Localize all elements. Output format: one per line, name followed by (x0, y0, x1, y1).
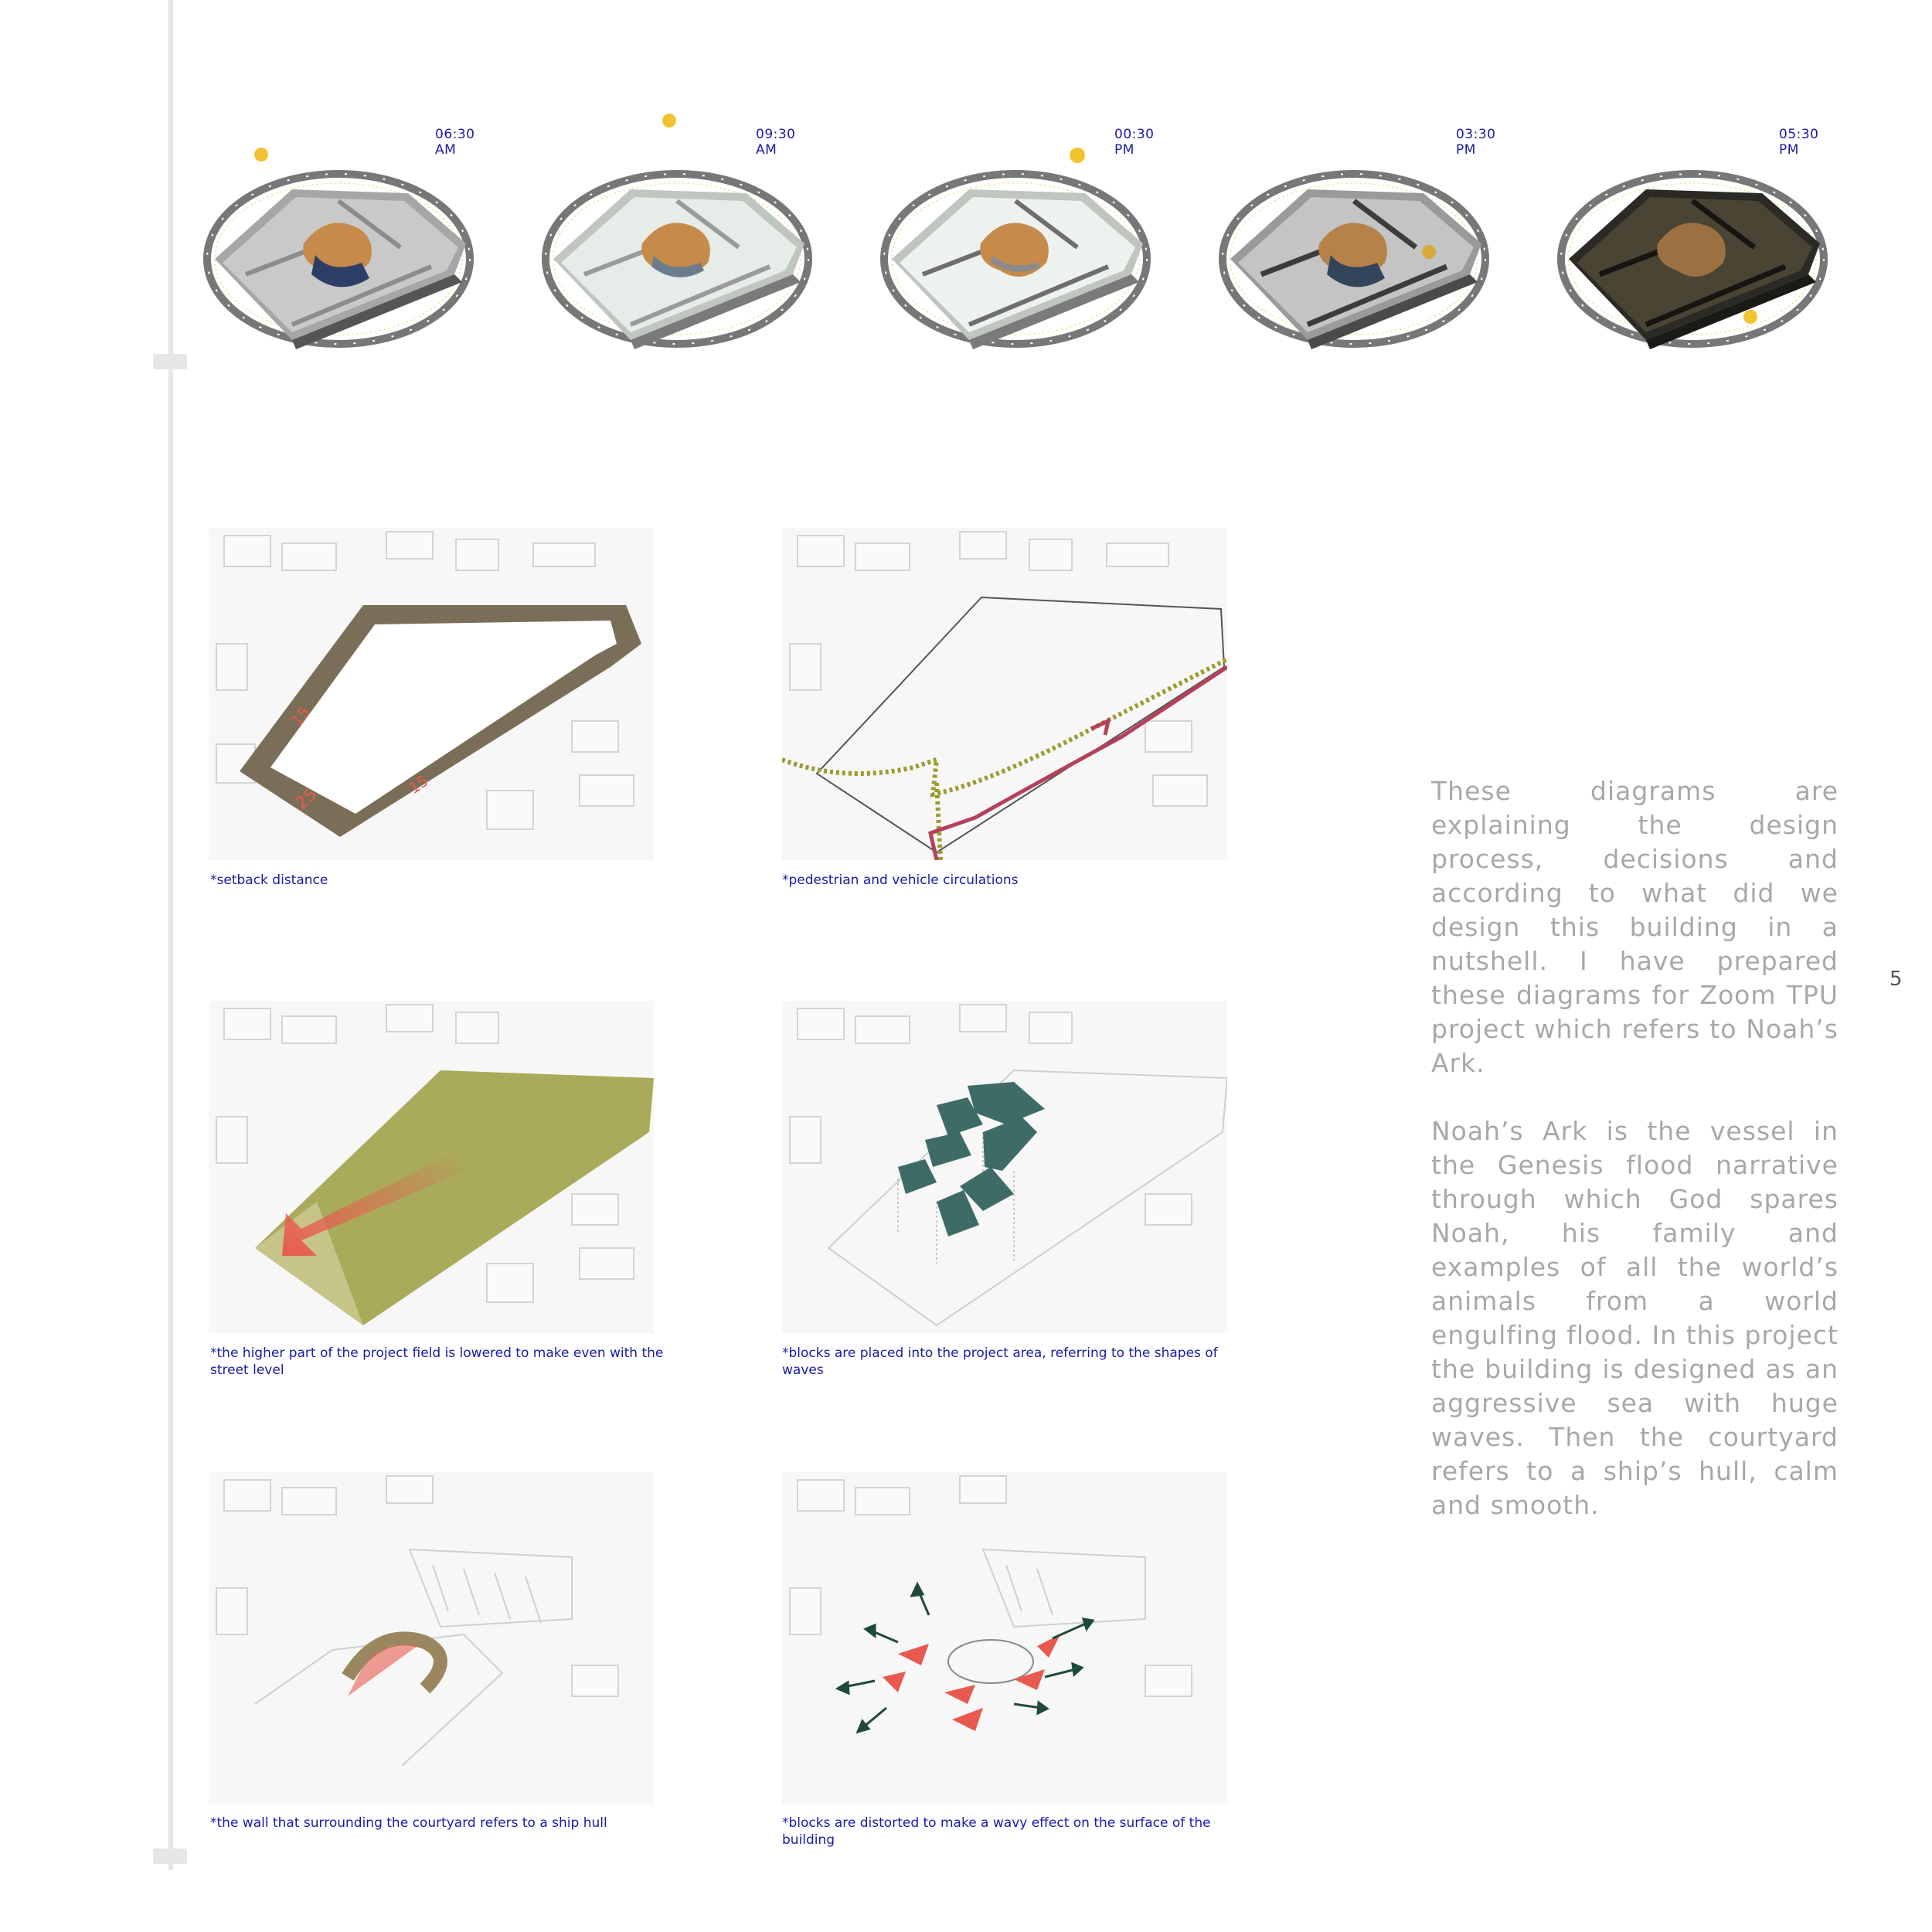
sun-time-label: 05:30 PM (1779, 127, 1819, 158)
sun-study-panel-5: 05:30 PM (1553, 108, 1832, 363)
sun-icon (1422, 245, 1436, 259)
diagram-distorted-blocks (782, 1472, 1227, 1804)
diagram-setback: 15 25 15 (209, 528, 654, 860)
rail-marker-bottom (153, 1849, 187, 1864)
diagram-courtyard-wall (209, 1472, 654, 1804)
page-rail (168, 0, 173, 1870)
diagram-blocks (782, 1001, 1227, 1333)
diagram-caption: *blocks are distorted to make a wavy eff… (782, 1815, 1211, 1848)
site-model-illustration (203, 148, 474, 349)
diagram-caption: *the wall that surrounding the courtyard… (210, 1815, 607, 1831)
sun-icon (1070, 148, 1085, 163)
description-paragraph: These diagrams are explaining the design… (1431, 776, 1838, 1078)
diagram-caption: *blocks are placed into the project area… (782, 1345, 1218, 1378)
diagram-circulation (782, 528, 1227, 860)
sun-study-panel-1: 06:30 AM (199, 108, 478, 363)
sun-time-label: 09:30 AM (756, 127, 796, 158)
diagram-caption: *setback distance (210, 872, 328, 888)
sun-icon (1743, 310, 1757, 324)
diagram-caption: *pedestrian and vehicle circulations (782, 872, 1019, 888)
diagram-terrain (209, 1001, 654, 1333)
site-model-illustration (1219, 170, 1489, 349)
sun-study-panel-4: 03:30 PM (1215, 108, 1496, 363)
diagram-caption: *the higher part of the project field is… (210, 1345, 664, 1378)
sun-time-label: 03:30 PM (1456, 127, 1496, 158)
site-model-illustration (542, 114, 812, 349)
description-text: These diagrams are explaining the design… (1431, 774, 1838, 1522)
description-paragraph: Noah’s Ark is the vessel in the Genesis … (1431, 1116, 1838, 1520)
rail-marker-top (153, 354, 187, 369)
site-model-illustration (880, 148, 1151, 349)
sun-study-panel-3: 00:30 PM (876, 108, 1155, 363)
sun-study-panel-2: 09:30 AM (538, 108, 816, 363)
site-model-illustration (1557, 170, 1828, 349)
sun-time-label: 06:30 AM (435, 127, 475, 158)
sun-time-label: 00:30 PM (1114, 127, 1155, 158)
sun-icon (254, 148, 268, 162)
page-number: 5 (1889, 968, 1903, 991)
sun-icon (662, 114, 676, 128)
